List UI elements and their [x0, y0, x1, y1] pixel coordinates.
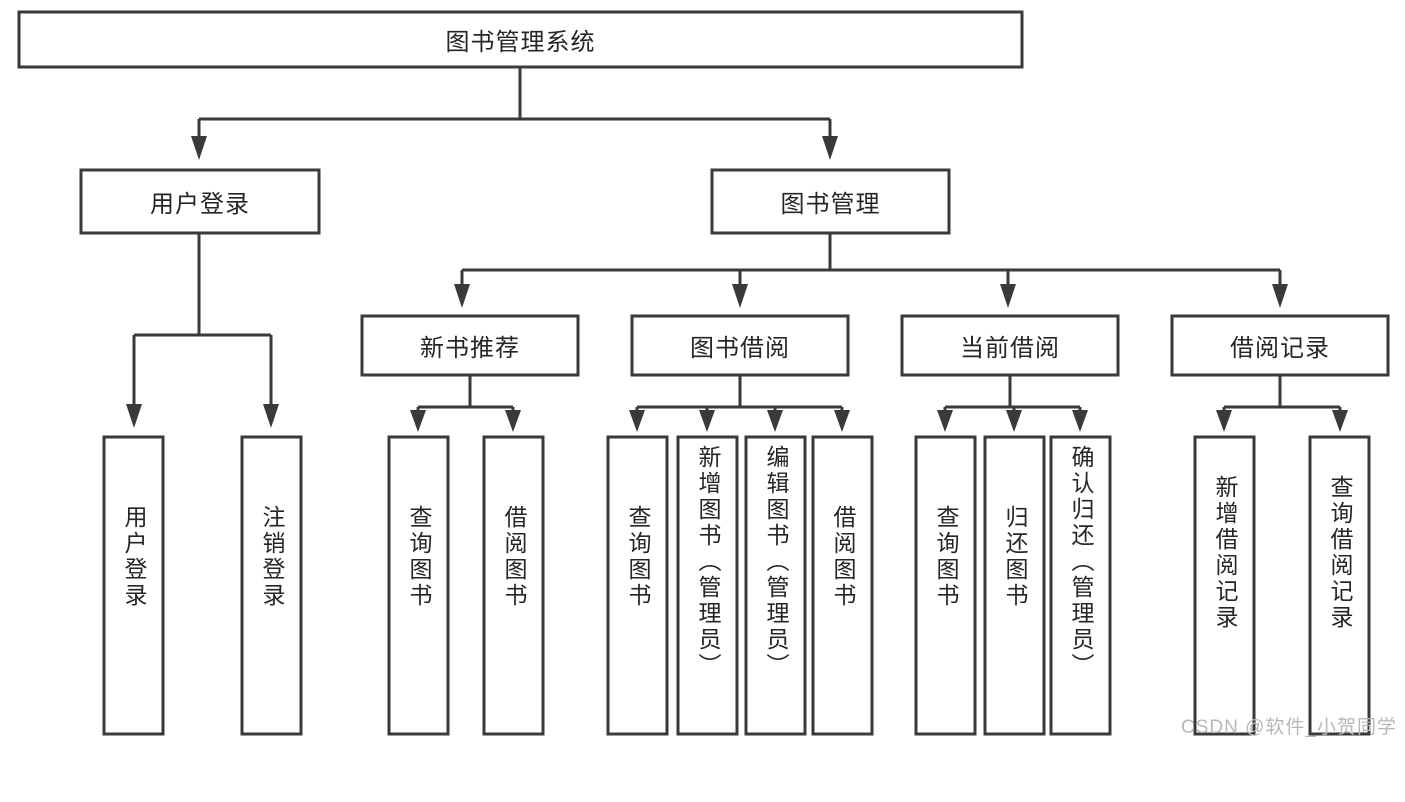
arrowhead-borrow-record [1272, 284, 1288, 308]
arrowhead-leaf-logout [263, 404, 279, 428]
arrowhead-br-leaf2 [1332, 410, 1348, 432]
node-box-leaf-query-book-borrow[interactable] [606, 435, 669, 736]
node-box-book-manage[interactable] [710, 168, 951, 235]
node-box-leaf-query-book-recommend[interactable] [387, 435, 450, 736]
arrowhead-bb-leaf3 [767, 410, 783, 432]
connector-group-current-borrow [937, 375, 1088, 432]
node-box-borrow-record[interactable] [1170, 314, 1390, 377]
arrowhead-bb-leaf4 [834, 410, 850, 432]
node-box-leaf-query-book-current[interactable] [914, 435, 977, 736]
arrowhead-cb-leaf2 [1006, 410, 1022, 432]
node-box-leaf-user-login[interactable] [102, 435, 165, 736]
node-box-leaf-query-borrow-record[interactable] [1308, 435, 1371, 736]
arrowhead-book-borrow [732, 284, 748, 308]
node-box-leaf-return-book[interactable] [983, 435, 1046, 736]
node-box-new-book-recommend[interactable] [360, 314, 580, 377]
arrowhead-book-manage [822, 136, 838, 160]
arrowhead-new-book-recommend [454, 284, 470, 308]
arrowhead-nbr-leaf1 [410, 410, 426, 432]
node-box-root[interactable] [17, 10, 1024, 69]
node-box-user-login[interactable] [79, 168, 321, 235]
diagram-canvas: 图书管理系统 用户登录 图书管理 新书推荐 图书借阅 当前借阅 借阅记录 用户登… [17, 10, 1397, 738]
node-box-leaf-borrow-book-recommend[interactable] [482, 435, 545, 736]
connector-group-borrow-record [1216, 375, 1348, 432]
watermark-text: CSDN @软件_小贺同学 [1181, 717, 1397, 738]
node-box-leaf-add-book[interactable] [676, 435, 739, 736]
node-box-leaf-logout[interactable] [240, 435, 303, 736]
arrowhead-nbr-leaf2 [505, 410, 521, 432]
arrowhead-bb-leaf1 [629, 410, 645, 432]
flowchart-svg [17, 10, 1390, 736]
arrowhead-bb-leaf2 [699, 410, 715, 432]
connector-group-user-login [126, 233, 279, 428]
arrowhead-cb-leaf1 [937, 410, 953, 432]
node-box-current-borrow[interactable] [900, 314, 1120, 377]
connector-group-root [191, 67, 838, 160]
arrowhead-leaf-user-login [126, 404, 142, 428]
node-box-leaf-edit-book[interactable] [744, 435, 807, 736]
connector-group-book-manage [454, 233, 1288, 308]
node-box-leaf-add-borrow-record[interactable] [1193, 435, 1256, 736]
node-box-leaf-confirm-return[interactable] [1049, 435, 1112, 736]
arrowhead-user-login [191, 136, 207, 160]
connector-group-book-borrow [629, 375, 850, 432]
arrowhead-cb-leaf3 [1072, 410, 1088, 432]
node-box-leaf-borrow-book[interactable] [811, 435, 874, 736]
node-box-book-borrow[interactable] [630, 314, 850, 377]
arrowhead-br-leaf1 [1216, 410, 1232, 432]
connector-group-new-book-recommend [410, 375, 521, 432]
arrowhead-current-borrow [1000, 284, 1016, 308]
